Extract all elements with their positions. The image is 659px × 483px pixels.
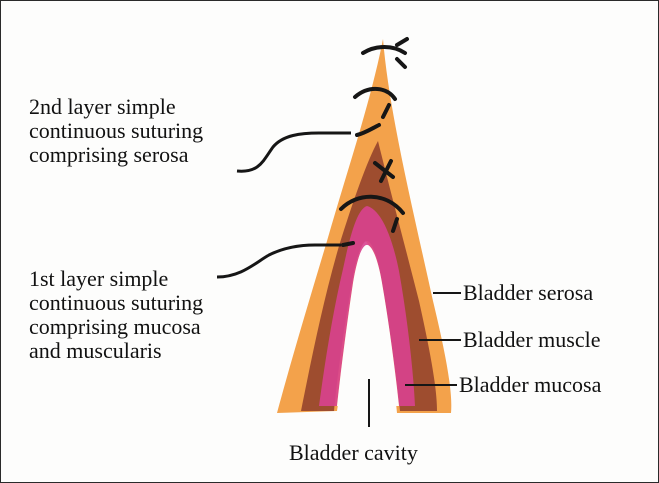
second-layer-label: 2nd layer simple continuous suturing com… [29, 95, 203, 167]
second-layer-pointer [237, 133, 351, 171]
second-layer-line-1: 2nd layer simple [29, 95, 203, 119]
first-layer-label: 1st layer simple continuous suturing com… [29, 267, 203, 363]
first-layer-line-4: and muscularis [29, 339, 203, 363]
bladder-muscle-label: Bladder muscle [463, 328, 600, 352]
second-layer-line-3: comprising serosa [29, 143, 203, 167]
first-layer-line-3: comprising mucosa [29, 315, 203, 339]
bladder-serosa-label: Bladder serosa [463, 281, 593, 305]
first-layer-line-1: 1st layer simple [29, 267, 203, 291]
bladder-mucosa-label: Bladder mucosa [459, 373, 601, 397]
bladder-cavity-label: Bladder cavity [289, 441, 418, 465]
first-layer-line-2: continuous suturing [29, 291, 203, 315]
second-layer-line-2: continuous suturing [29, 119, 203, 143]
